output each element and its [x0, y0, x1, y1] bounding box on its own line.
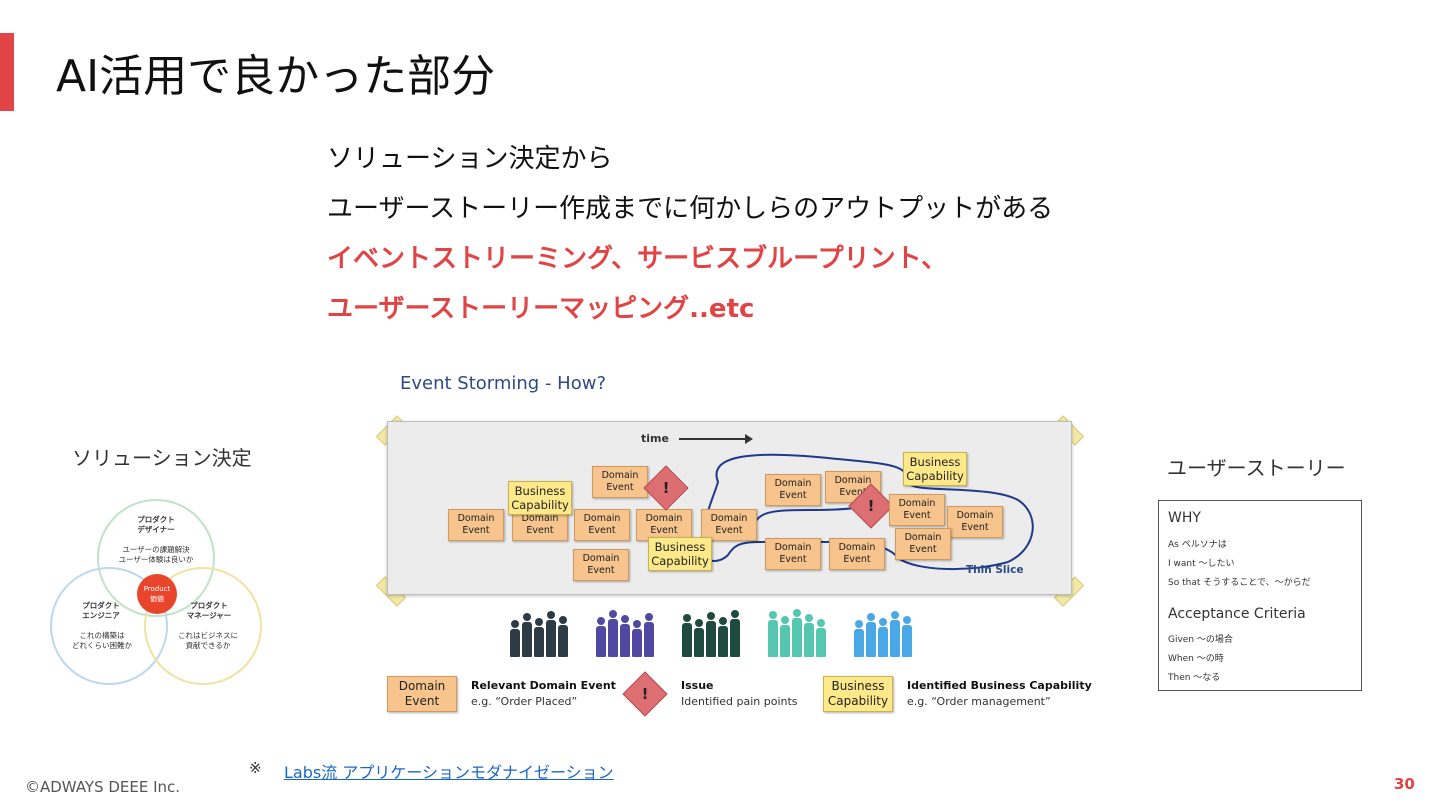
- legend-capability-sub: e.g. “Order management”: [907, 695, 1051, 708]
- person-silhouette-icon: [804, 614, 814, 658]
- manager-title: プロダクトマネージャー: [186, 601, 232, 620]
- bullet-4-highlight: ユーザーストーリーマッピング..etc: [327, 294, 755, 324]
- bullet-2: ユーザーストーリー作成までに何かしらのアウトプットがある: [327, 194, 1054, 224]
- person-silhouette-icon: [792, 609, 802, 658]
- person-silhouette-icon: [706, 612, 716, 658]
- person-silhouette-icon: [768, 611, 778, 658]
- person-silhouette-icon: [902, 616, 912, 658]
- domain-event-sticky: Domain Event: [592, 466, 648, 498]
- person-silhouette-icon: [682, 614, 692, 658]
- person-silhouette-icon: [730, 610, 740, 658]
- legend-domain-event-sub: e.g. “Order Placed”: [471, 695, 578, 708]
- person-silhouette-icon: [608, 610, 618, 658]
- person-silhouette-icon: [780, 616, 790, 658]
- person-silhouette-icon: [620, 615, 630, 658]
- domain-event-sticky: Domain Event: [448, 509, 504, 541]
- legend-issue-head: Issue: [681, 679, 714, 692]
- person-silhouette-icon: [596, 617, 606, 658]
- domain-event-sticky: Domain Event: [573, 549, 629, 581]
- legend-domain-event-head: Relevant Domain Event: [471, 679, 616, 692]
- acceptance-heading: Acceptance Criteria: [1168, 606, 1306, 622]
- copyright: ©ADWAYS DEEE Inc.: [25, 778, 181, 796]
- manager-desc: これはビジネスに貢献できるか: [178, 631, 238, 650]
- domain-event-sticky: Domain Event: [829, 538, 885, 570]
- person-silhouette-icon: [854, 620, 864, 658]
- person-silhouette-icon: [694, 619, 704, 658]
- then-line: Then 〜なる: [1168, 673, 1221, 683]
- person-silhouette-icon: [644, 613, 654, 658]
- as-line: As ペルソナは: [1168, 540, 1227, 550]
- person-silhouette-icon: [632, 620, 642, 658]
- business-capability-sticky: Business Capability: [903, 452, 967, 486]
- time-arrow-icon: [679, 434, 753, 444]
- bullet-list: ソリューション決定から ユーザーストーリー作成までに何かしらのアウトプットがある…: [327, 134, 1053, 334]
- legend-capability-head: Identified Business Capability: [907, 679, 1092, 692]
- user-story-card: WHY As ペルソナは I want 〜したい So that そうすることで…: [1158, 500, 1362, 691]
- domain-event-sticky: Domain Event: [574, 509, 630, 541]
- page-number: 30: [1394, 775, 1415, 793]
- business-capability-sticky: Business Capability: [648, 537, 712, 571]
- domain-event-sticky: Domain Event: [889, 494, 945, 526]
- reference-link[interactable]: Labs流 アプリケーションモダナイゼーション: [284, 763, 614, 782]
- given-line: Given 〜の場合: [1168, 635, 1233, 645]
- event-storming-legend: Domain Event Relevant Domain Event e.g. …: [387, 671, 1092, 717]
- bullet-3-highlight: イベントストリーミング、サービスブループリント、: [327, 244, 948, 274]
- person-silhouette-icon: [816, 619, 826, 658]
- want-line: I want 〜したい: [1168, 559, 1235, 569]
- person-silhouette-icon: [522, 613, 532, 658]
- person-silhouette-icon: [878, 618, 888, 658]
- so-that-line: So that そうすることで、〜からだ: [1168, 578, 1311, 588]
- solution-title: ソリューション決定: [72, 446, 252, 470]
- person-silhouette-icon: [534, 618, 544, 658]
- stakeholder-silhouettes: [510, 608, 940, 658]
- domain-event-sticky: Domain Event: [765, 538, 821, 570]
- person-silhouette-icon: [558, 616, 568, 658]
- solution-venn-diagram: プロダクトデザイナー ユーザーの課題解決ユーザー体験は良いか プロダクトエンジニ…: [50, 495, 262, 685]
- event-storming-title: Event Storming - How?: [400, 373, 606, 394]
- person-silhouette-icon: [510, 620, 520, 658]
- designer-title: プロダクトデザイナー: [137, 515, 175, 534]
- domain-event-sticky: Domain Event: [701, 509, 757, 541]
- user-story-title: ユーザーストーリー: [1167, 456, 1346, 480]
- domain-event-sticky: Domain Event: [895, 528, 951, 560]
- time-label: time: [641, 432, 669, 445]
- engineer-title: プロダクトエンジニア: [82, 601, 120, 620]
- slide-title: AI活用で良かった部分: [56, 51, 496, 102]
- designer-desc: ユーザーの課題解決ユーザー体験は良いか: [118, 545, 194, 564]
- legend-issue-diamond: !: [622, 671, 668, 717]
- event-storming-board: time Domain Event Domain Event Domain Ev…: [387, 421, 1072, 595]
- thin-slice-label: Thin Slice: [966, 564, 1024, 576]
- bullet-1: ソリューション決定から: [327, 144, 613, 174]
- business-capability-sticky: Business Capability: [508, 481, 572, 515]
- when-line: When 〜の時: [1168, 654, 1224, 664]
- person-silhouette-icon: [890, 611, 900, 658]
- engineer-desc: これの構築はどれくらい困難か: [72, 631, 132, 650]
- person-silhouette-icon: [718, 617, 728, 658]
- legend-domain-event-sticky: Domain Event: [387, 676, 457, 712]
- legend-capability-sticky: Business Capability: [823, 676, 893, 712]
- manager-circle: [144, 567, 262, 685]
- person-silhouette-icon: [866, 613, 876, 658]
- person-silhouette-icon: [546, 611, 556, 658]
- legend-issue-sub: Identified pain points: [681, 695, 798, 708]
- domain-event-sticky: Domain Event: [947, 506, 1003, 538]
- title-accent-bar: [0, 33, 14, 111]
- note-mark: ※: [249, 759, 262, 777]
- domain-event-sticky: Domain Event: [765, 474, 821, 506]
- why-heading: WHY: [1168, 510, 1201, 526]
